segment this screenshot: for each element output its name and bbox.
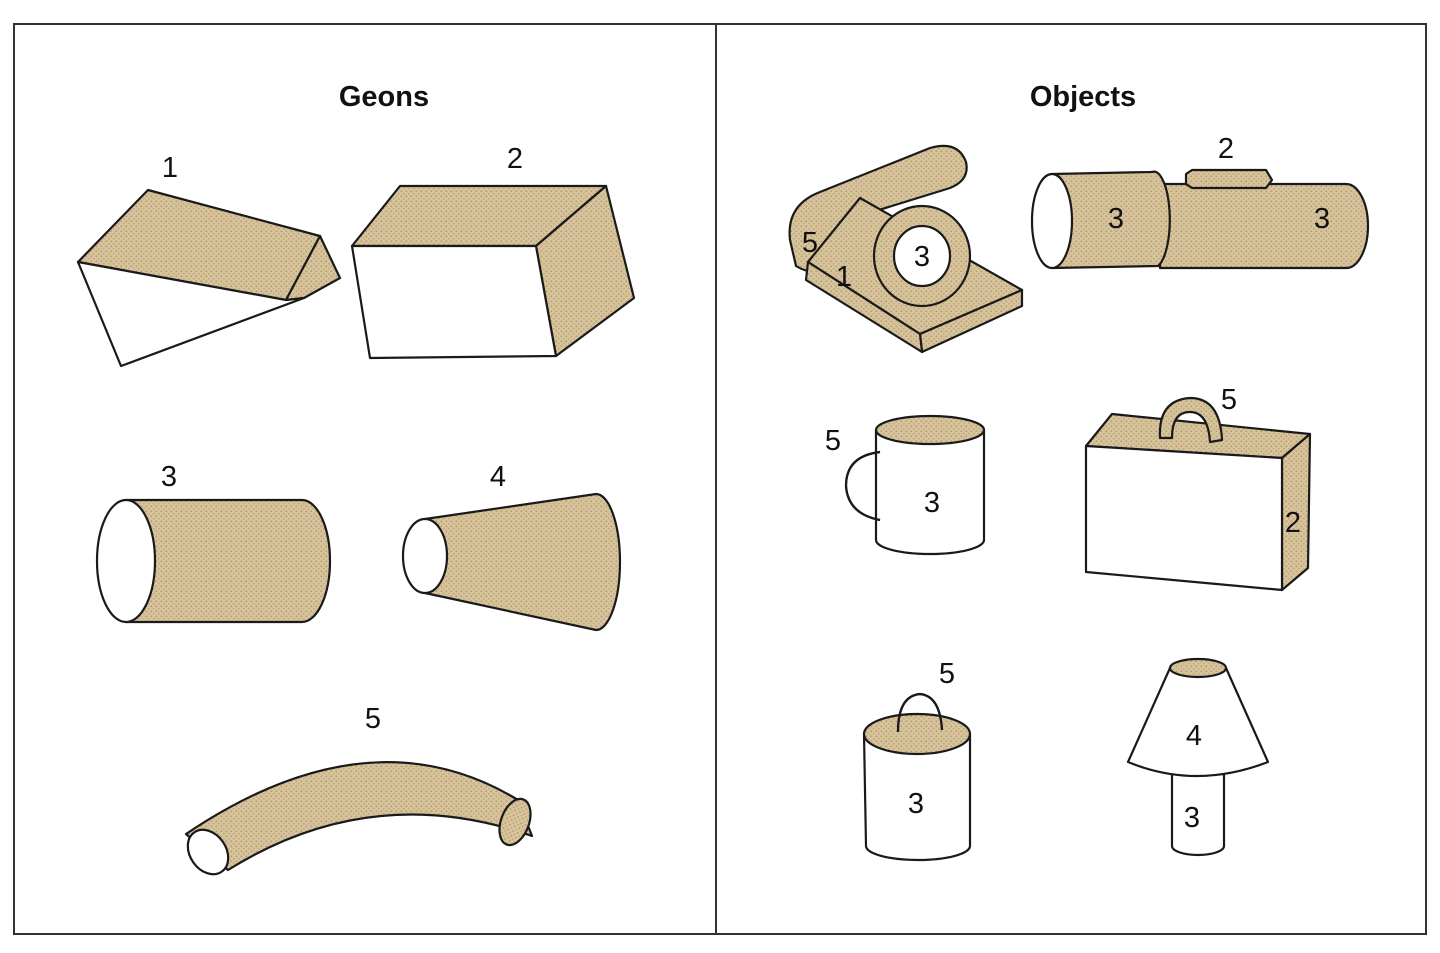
geon-4-label: 4	[490, 461, 506, 493]
objects-panel: Objects 5 1 3 2 3 3	[788, 81, 1370, 862]
telephone-handset-label: 5	[802, 227, 818, 259]
mug-object: 5 3	[825, 414, 986, 556]
mug-body-label: 3	[924, 487, 940, 519]
lamp-base-label: 3	[1184, 802, 1200, 834]
geons-panel: Geons 1 2 3 4	[76, 81, 636, 876]
briefcase-handle-label: 5	[1221, 384, 1237, 416]
flashlight-object: 2 3 3	[1030, 133, 1370, 270]
geon-1-label: 1	[162, 152, 178, 184]
geon-4-cone: 4	[401, 461, 622, 632]
bucket-object: 5 3	[862, 658, 972, 862]
flashlight-switch-label: 2	[1218, 133, 1234, 165]
geon-3-label: 3	[161, 461, 177, 493]
geon-5-curved-tube: 5	[184, 703, 534, 876]
lamp-shade-label: 4	[1186, 720, 1202, 752]
geon-5-label: 5	[365, 703, 381, 735]
briefcase-object: 5 2	[1084, 384, 1312, 592]
geon-3-cylinder: 3	[95, 461, 332, 624]
geon-2-label: 2	[507, 143, 523, 175]
telephone-dial-label: 3	[914, 241, 930, 273]
lamp-object: 4 3	[1126, 657, 1270, 857]
geon-1-wedge: 1	[76, 152, 342, 368]
mug-handle-label: 5	[825, 425, 841, 457]
flashlight-body-label: 3	[1314, 203, 1330, 235]
geon-2-brick: 2	[350, 143, 636, 360]
objects-heading: Objects	[1030, 81, 1136, 113]
briefcase-side-label: 2	[1285, 507, 1301, 539]
flashlight-head-label: 3	[1108, 203, 1124, 235]
telephone-base-label: 1	[836, 261, 852, 293]
bucket-handle-label: 5	[939, 658, 955, 690]
bucket-body-label: 3	[908, 788, 924, 820]
telephone-object: 5 1 3	[788, 144, 1024, 354]
geons-heading: Geons	[339, 81, 429, 113]
